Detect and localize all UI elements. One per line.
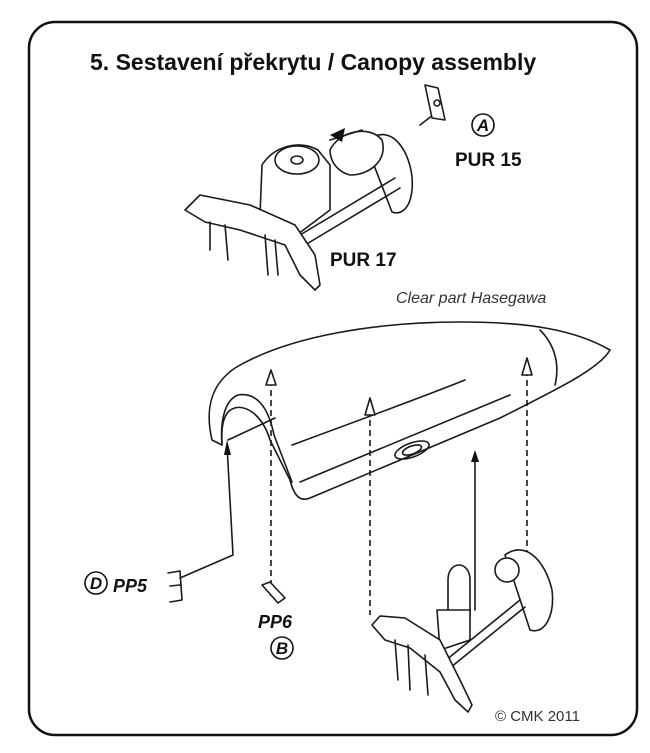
label-clear-part: Clear part Hasegawa <box>396 290 546 307</box>
marker-d: D <box>84 571 108 595</box>
diagram-title: 5. Sestavení překrytu / Canopy assembly <box>90 49 536 75</box>
label-pur17: PUR 17 <box>330 250 397 271</box>
marker-b: B <box>270 636 294 660</box>
part-pp5 <box>167 570 183 603</box>
svg-text:A: A <box>476 116 489 135</box>
copyright: © CMK 2011 <box>495 708 580 725</box>
part-pp6 <box>261 581 286 604</box>
label-pur15: PUR 15 <box>455 150 522 171</box>
instrument-panel-assembly-bottom <box>371 549 554 713</box>
assembly-arrows <box>179 357 533 615</box>
label-pp6: PP6 <box>258 612 293 632</box>
canopy <box>208 321 611 500</box>
svg-text:B: B <box>276 639 288 658</box>
label-pp5: PP5 <box>113 576 148 596</box>
instrument-panel-assembly-top <box>184 84 446 291</box>
marker-a: A <box>471 113 495 137</box>
svg-text:D: D <box>90 574 102 593</box>
